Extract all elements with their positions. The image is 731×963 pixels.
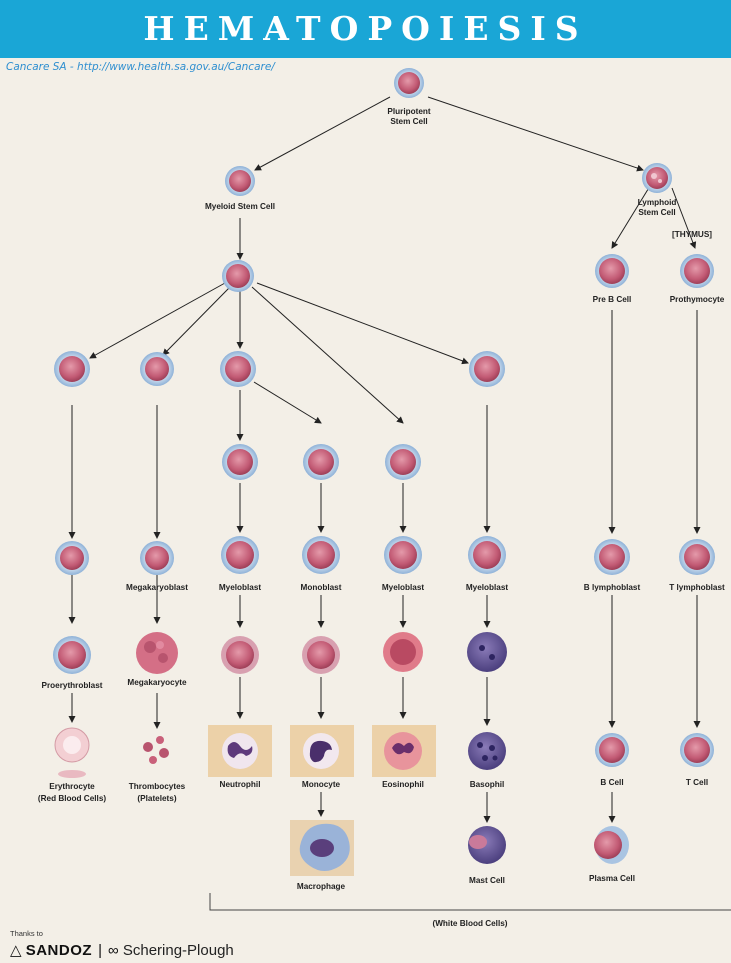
thrombocytes-cell — [143, 736, 169, 764]
promonocyte-cell — [302, 636, 340, 674]
thanks-text: Thanks to — [10, 929, 43, 938]
pre-b-cell — [595, 254, 629, 288]
label-megakaryocyte: Megakaryocyte — [127, 678, 187, 687]
promyelocyte-cell-neutrophil — [221, 636, 259, 674]
label-t-cell: T Cell — [686, 778, 708, 787]
label-megakaryoblast: Megakaryoblast — [126, 583, 188, 592]
schering-logo-icon: ∞ — [107, 942, 119, 959]
arrows — [68, 96, 701, 823]
label-myeloblast-1: Myeloblast — [219, 583, 262, 592]
arrow — [611, 185, 651, 249]
eosinophil-progenitor-cell — [385, 444, 421, 480]
label-white-blood-cells: (White Blood Cells) — [432, 919, 507, 928]
label-myeloid-stem-cell: Myeloid Stem Cell — [205, 202, 275, 211]
monoblast-cell — [302, 536, 340, 574]
label-b-cell: B Cell — [600, 778, 623, 787]
neutrophil-cell — [222, 733, 258, 769]
myeloblast-cell-basophil — [468, 536, 506, 574]
b-cell — [595, 733, 629, 767]
arrow — [253, 381, 322, 424]
lymphoid-stem-cell — [642, 163, 672, 193]
promyelocyte-cell-basophil — [467, 632, 507, 672]
label-myeloblast-2: Myeloblast — [382, 583, 425, 592]
label-pluripotent-1: Pluripotent — [387, 107, 430, 116]
erythrocyte-cell — [54, 727, 90, 778]
promyelocyte-cell-eosinophil — [383, 632, 423, 672]
label-prothymocyte: Prothymocyte — [670, 295, 725, 304]
erythroblast-cell — [55, 541, 89, 575]
label-macrophage: Macrophage — [297, 882, 346, 891]
prothymocyte-cell — [680, 254, 714, 288]
myeloid-progenitor-cell — [222, 260, 254, 292]
logo-divider: | — [98, 942, 102, 959]
schering-logo: Schering-Plough — [122, 942, 234, 959]
white-blood-cells-bracket — [209, 893, 731, 911]
arrow — [89, 282, 226, 359]
basophil-progenitor-cell — [469, 351, 505, 387]
eosinophil-cell — [384, 732, 422, 770]
label-thrombocytes-1: Thrombocytes — [129, 782, 186, 791]
megakaryocyte-cell — [136, 632, 178, 674]
myeloblast-cell-neutrophil — [221, 536, 259, 574]
megakaryoblast-cell — [140, 541, 174, 575]
arrow — [671, 187, 697, 249]
megakaryocyte-progenitor-cell — [140, 352, 174, 386]
arrow — [427, 96, 644, 172]
label-erythrocyte-1: Erythrocyte — [49, 782, 95, 791]
pluripotent-stem-cell — [394, 68, 424, 98]
granulocyte-progenitor-cell — [220, 351, 256, 387]
label-mast-cell: Mast Cell — [469, 876, 505, 885]
proerythroblast-cell — [53, 636, 91, 674]
sandoz-logo-icon: △ — [10, 942, 22, 959]
label-erythrocyte-2: (Red Blood Cells) — [38, 794, 107, 803]
t-lymphoblast-cell — [679, 539, 715, 575]
label-lymphoid-2: Stem Cell — [638, 208, 675, 217]
erythroid-progenitor-cell — [54, 351, 90, 387]
source-credit: Cancare SA - http://www.health.sa.gov.au… — [6, 61, 275, 73]
label-monocyte: Monocyte — [302, 780, 341, 789]
cells — [53, 68, 715, 871]
monocyte-cell — [303, 733, 339, 769]
myeloblast-cell-eosinophil — [384, 536, 422, 574]
label-pluripotent-2: Stem Cell — [390, 117, 427, 126]
label-neutrophil: Neutrophil — [220, 780, 261, 789]
labels: Pluripotent Stem Cell Myeloid Stem Cell … — [38, 107, 725, 928]
arrow — [251, 286, 404, 424]
label-t-lymphoblast: T lymphoblast — [669, 583, 725, 592]
t-cell — [680, 733, 714, 767]
arrow — [256, 282, 469, 365]
sponsor-logos: △ SANDOZ | ∞ Schering-Plough — [10, 941, 234, 959]
mast-cell — [468, 826, 506, 864]
basophil-cell — [468, 732, 506, 770]
sandoz-logo: SANDOZ — [25, 942, 93, 959]
label-b-lymphoblast: B lymphoblast — [584, 583, 641, 592]
plasma-cell — [594, 826, 629, 864]
monocyte-progenitor-cell — [303, 444, 339, 480]
label-plasma-cell: Plasma Cell — [589, 874, 635, 883]
label-lymphoid-1: Lymphoid — [638, 198, 677, 207]
page-title: HEMATOPOIESIS — [143, 9, 588, 48]
label-monoblast: Monoblast — [301, 583, 342, 592]
label-pre-b-cell: Pre B Cell — [593, 295, 632, 304]
macrophage-cell — [299, 823, 350, 871]
arrow — [162, 287, 230, 356]
title-banner — [0, 0, 731, 58]
label-thrombocytes-2: (Platelets) — [137, 794, 176, 803]
label-proerythroblast: Proerythroblast — [42, 681, 103, 690]
label-thymus: [THYMUS] — [672, 230, 712, 239]
myeloid-stem-cell — [225, 166, 255, 196]
neutrophil-progenitor-cell — [222, 444, 258, 480]
arrow — [254, 96, 391, 171]
label-basophil: Basophil — [470, 780, 505, 789]
label-myeloblast-3: Myeloblast — [466, 583, 509, 592]
b-lymphoblast-cell — [594, 539, 630, 575]
label-eosinophil: Eosinophil — [382, 780, 424, 789]
